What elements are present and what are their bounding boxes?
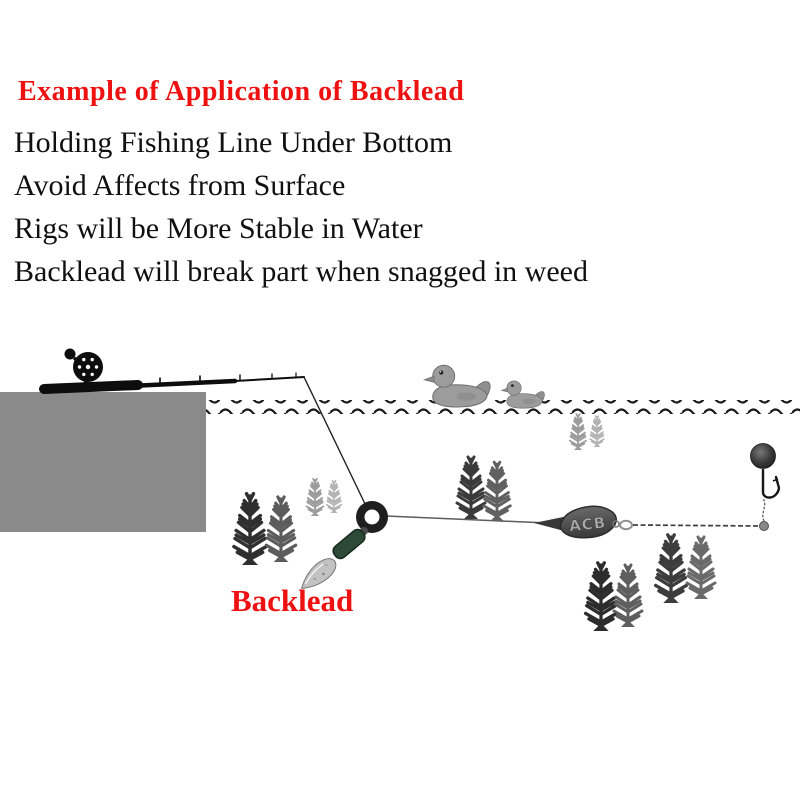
duck-large-icon [422, 364, 491, 408]
lead-link [612, 520, 620, 528]
bank-block [0, 392, 206, 532]
duck-small-icon [500, 380, 545, 409]
hook-icon [761, 468, 781, 499]
description-line-1: Holding Fishing Line Under Bottom [14, 126, 453, 159]
backlead-weight-icon [300, 558, 337, 589]
hook-rig [750, 443, 781, 531]
page-title: Example of Application of Backlead [18, 76, 465, 107]
water-surface [206, 400, 800, 414]
description-line-4: Backlead will break part when snagged in… [14, 255, 588, 288]
backlead-sleeve [332, 528, 366, 560]
inline-lead-assembly: ACB [534, 505, 633, 539]
backlead-assembly [300, 501, 388, 589]
rig-swivel-bead [759, 521, 769, 531]
description-line-3: Rigs will be More Stable in Water [14, 212, 423, 245]
mainline-drop [303, 376, 368, 509]
reel-icon [64, 348, 103, 385]
backlead-label: Backlead [231, 583, 354, 618]
inline-lead-icon [559, 505, 617, 539]
lead-swivel [619, 519, 633, 531]
description-line-2: Avoid Affects from Surface [14, 169, 346, 202]
boilie-icon [750, 443, 776, 469]
braided-hooklink [632, 524, 761, 527]
fishing-rod [39, 372, 305, 394]
mainline-bottom [385, 515, 549, 524]
hair-link [762, 497, 766, 522]
tail-rubber [534, 516, 568, 532]
lead-marking: ACB [568, 513, 607, 535]
